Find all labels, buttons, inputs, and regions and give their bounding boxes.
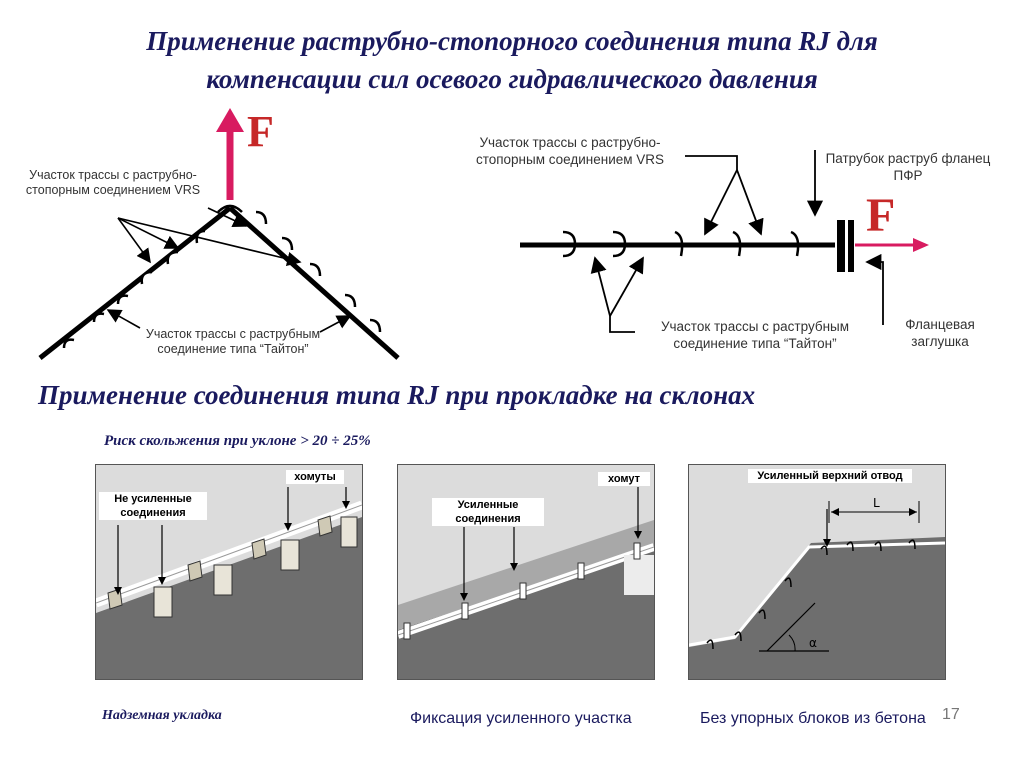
taiton-leaders-left xyxy=(106,309,352,333)
vrs-leaders-right xyxy=(685,155,764,236)
dimension-label: L xyxy=(873,496,880,510)
label-taiton-right: Участок трассы с раструбным соединение т… xyxy=(660,319,850,351)
section2-title: Применение соединения типа RJ при прокла… xyxy=(38,380,756,410)
panel-above-ground xyxy=(95,464,363,680)
panel2-caption: Фиксация усиленного участка xyxy=(410,710,632,727)
panel2-tag-main: Усиленные соединения xyxy=(432,498,544,526)
label-plug-right: Фланцевая заглушка xyxy=(905,317,975,349)
panel1-caption: Надземная укладка xyxy=(102,708,222,723)
triangle-pipeline-diagram xyxy=(38,108,400,360)
vrs-leaders-left xyxy=(117,207,302,266)
joints-straight xyxy=(562,230,800,258)
flange-plate xyxy=(837,220,845,272)
label-vrs-right: Участок трассы с раструбно-стопорным сое… xyxy=(475,135,665,167)
flange-plug xyxy=(848,220,854,272)
joints-right xyxy=(255,210,382,333)
page-number: 17 xyxy=(942,706,960,723)
label-flange-right: Патрубок раструб фланец ПФР xyxy=(825,151,991,183)
panel3-illustration: α L xyxy=(689,465,945,679)
panel1-illustration xyxy=(96,465,362,679)
force-letter-right: F xyxy=(866,189,896,242)
pipe-right-leg xyxy=(228,206,400,360)
label-taiton-left: Участок трассы с раструбным соединение т… xyxy=(145,327,321,356)
panel1-tag-main: Не усиленные соединения xyxy=(99,492,207,520)
force-arrow-up-icon xyxy=(216,108,244,200)
panel1-tag-clamp: хомуты xyxy=(286,470,344,484)
angle-label: α xyxy=(809,636,817,650)
panel-no-thrust-blocks: α L xyxy=(688,464,946,680)
plug-leader xyxy=(865,253,884,325)
risk-note: Риск скольжения при уклоне > 20 ÷ 25% xyxy=(104,433,371,449)
panel2-tag-clamp: хомут xyxy=(598,472,650,486)
force-letter-left: F xyxy=(247,107,274,156)
title-line-2: компенсации сил осевого гидравлического … xyxy=(206,64,818,94)
panel3-tag-main: Усиленный верхний отвод xyxy=(748,469,912,483)
panel3-caption: Без упорных блоков из бетона xyxy=(700,710,926,727)
joints-left xyxy=(62,229,206,349)
label-vrs-left: Участок трассы с раструбно-стопорным сое… xyxy=(25,168,201,197)
force-arrow-right-icon xyxy=(855,238,929,252)
title-line-1: Применение раструбно-стопорного соединен… xyxy=(146,26,878,56)
panel-reinforced-section xyxy=(397,464,655,680)
straight-pipeline-diagram xyxy=(520,150,929,333)
taiton-leaders-right xyxy=(590,256,644,333)
